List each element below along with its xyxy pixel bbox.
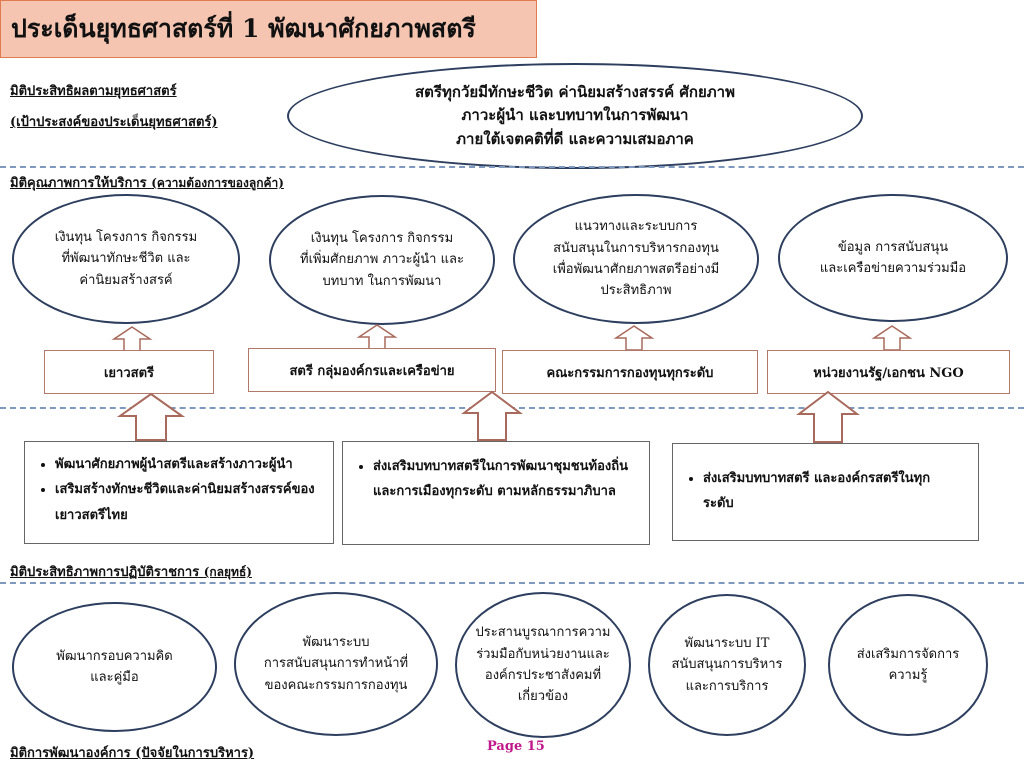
customer-need-4-text: ข้อมูล การสนับสนุน และเครือข่ายความร่วมม… bbox=[819, 239, 967, 276]
org-factor-1-text: พัฒนากรอบความคิด และคู่มือ bbox=[56, 648, 173, 685]
dimension-service-quality-title: มิติคุณภาพการให้บริการ bbox=[10, 176, 152, 191]
strategic-goal-ellipse: สตรีทุกวัยมีทักษะชีวิต ค่านิยมสร้างสรรค์… bbox=[287, 63, 863, 169]
page-number: Page 15 bbox=[487, 739, 545, 754]
goal-line-3: ภายใต้เจตคติที่ดี และความเสมอภาค bbox=[456, 129, 694, 148]
large-up-arrow-icon bbox=[461, 390, 523, 441]
dimension-process-label: มิติประสิทธิภาพการปฏิบัติราชการ (กลยุทธ์… bbox=[10, 561, 252, 582]
org-factor-5-text: ส่งเสริมการจัดการ ความรู้ bbox=[856, 646, 960, 683]
separator-process bbox=[0, 582, 1024, 584]
strategy-box-3: ส่งเสริมบทบาทสตรี และองค์กรสตรีในทุกระดั… bbox=[672, 443, 979, 541]
dimension-effectiveness-label: มิติประสิทธิผลตามยุทธศาสตร์ bbox=[10, 80, 177, 101]
customer-need-ellipse-3: แนวทางและระบบการ สนับสนุนในการบริหารกองท… bbox=[513, 194, 759, 324]
dimension-process-title: มิติประสิทธิภาพการปฏิบัติราชการ bbox=[10, 565, 204, 580]
customer-need-ellipse-2: เงินทุน โครงการ กิจกรรม ที่เพิ่มศักยภาพ … bbox=[269, 195, 495, 325]
dimension-effectiveness-sublabel: (เป้าประสงค์ของประเด็นยุทธศาสตร์) bbox=[10, 111, 218, 132]
org-factor-ellipse-1: พัฒนากรอบความคิด และคู่มือ bbox=[12, 602, 217, 732]
up-arrow-icon bbox=[356, 324, 398, 350]
stakeholder-box-4: หน่วยงานรัฐ/เอกชน NGO bbox=[767, 350, 1010, 394]
title-text: ประเด็นยุทธศาสตร์ที่ 1 พัฒนาศักยภาพสตรี bbox=[11, 14, 476, 43]
large-up-arrow-icon bbox=[116, 392, 186, 441]
dimension-process-note: (กลยุทธ์) bbox=[203, 565, 252, 579]
dimension-service-quality-note: (ความต้องการของลูกค้า) bbox=[151, 176, 284, 190]
org-factor-4-text: พัฒนาระบบ IT สนับสนุนการบริหาร และการบริ… bbox=[671, 635, 783, 694]
org-factor-2-text: พัฒนาระบบ การสนับสนุนการทำหน้าที่ ของคณะ… bbox=[263, 634, 409, 693]
dimension-effectiveness-title: มิติประสิทธิผลตามยุทธศาสตร์ bbox=[10, 84, 177, 99]
large-up-arrow-icon bbox=[796, 390, 860, 443]
up-arrow-icon bbox=[613, 325, 655, 351]
org-factor-ellipse-3: ประสานบูรณาการความ ร่วมมือกับหน่วยงานและ… bbox=[455, 592, 631, 738]
dimension-service-quality-label: มิติคุณภาพการให้บริการ (ความต้องการของลู… bbox=[10, 172, 284, 193]
org-factor-ellipse-2: พัฒนาระบบ การสนับสนุนการทำหน้าที่ ของคณะ… bbox=[234, 592, 438, 736]
up-arrow-icon bbox=[111, 326, 153, 352]
strategy-3-bullet-1: ส่งเสริมบทบาทสตรี และองค์กรสตรีในทุกระดั… bbox=[703, 466, 938, 517]
customer-need-3-text: แนวทางและระบบการ สนับสนุนในการบริหารกองท… bbox=[552, 219, 720, 299]
stakeholder-box-1: เยาวสตรี bbox=[44, 350, 214, 394]
stakeholder-2-label: สตรี กลุ่มองค์กรและเครือข่าย bbox=[289, 363, 455, 379]
page-title: ประเด็นยุทธศาสตร์ที่ 1 พัฒนาศักยภาพสตรี bbox=[0, 0, 537, 58]
stakeholder-1-label: เยาวสตรี bbox=[103, 365, 155, 381]
customer-need-1-text: เงินทุน โครงการ กิจกรรม ที่พัฒนาทักษะชีว… bbox=[54, 229, 198, 288]
strategy-box-2: ส่งเสริมบทบาทสตรีในการพัฒนาชุมชนท้องถิ่น… bbox=[342, 441, 650, 545]
customer-need-2-text: เงินทุน โครงการ กิจกรรม ที่เพิ่มศักยภาพ … bbox=[300, 230, 464, 289]
goal-line-1: สตรีทุกวัยมีทักษะชีวิต ค่านิยมสร้างสรรค์… bbox=[415, 83, 735, 102]
up-arrow-icon bbox=[871, 325, 913, 351]
customer-need-ellipse-4: ข้อมูล การสนับสนุน และเครือข่ายความร่วมม… bbox=[778, 194, 1008, 322]
dimension-effectiveness-subtitle: (เป้าประสงค์ของประเด็นยุทธศาสตร์) bbox=[10, 115, 218, 130]
stakeholder-box-2: สตรี กลุ่มองค์กรและเครือข่าย bbox=[248, 348, 496, 392]
org-factor-ellipse-4: พัฒนาระบบ IT สนับสนุนการบริหาร และการบริ… bbox=[648, 594, 806, 736]
stakeholder-4-label: หน่วยงานรัฐ/เอกชน NGO bbox=[813, 365, 964, 381]
strategy-1-bullet-2: เสริมสร้างทักษะชีวิตและค่านิยมสร้างสรรค์… bbox=[55, 477, 323, 528]
separator-effectiveness bbox=[0, 166, 1024, 168]
strategy-2-bullet-1: ส่งเสริมบทบาทสตรีในการพัฒนาชุมชนท้องถิ่น… bbox=[373, 454, 639, 505]
goal-line-2: ภาวะผู้นำ และบทบาทในการพัฒนา bbox=[461, 106, 689, 125]
strategy-box-1: พัฒนาศักยภาพผู้นำสตรีและสร้างภาวะผู้นำ เ… bbox=[24, 441, 334, 544]
dimension-org-dev-label: มิติการพัฒนาองค์การ (ปัจจัยในการบริหาร) bbox=[10, 742, 254, 763]
dimension-org-dev-title: มิติการพัฒนาองค์การ (ปัจจัยในการบริหาร) bbox=[10, 746, 255, 761]
customer-need-ellipse-1: เงินทุน โครงการ กิจกรรม ที่พัฒนาทักษะชีว… bbox=[12, 194, 240, 324]
stakeholder-box-3: คณะกรรมการกองทุนทุกระดับ bbox=[502, 350, 758, 394]
org-factor-3-text: ประสานบูรณาการความ ร่วมมือกับหน่วยงานและ… bbox=[475, 625, 611, 705]
stakeholder-3-label: คณะกรรมการกองทุนทุกระดับ bbox=[546, 365, 714, 381]
org-factor-ellipse-5: ส่งเสริมการจัดการ ความรู้ bbox=[828, 594, 988, 736]
strategy-1-bullet-1: พัฒนาศักยภาพผู้นำสตรีและสร้างภาวะผู้นำ bbox=[55, 452, 323, 477]
